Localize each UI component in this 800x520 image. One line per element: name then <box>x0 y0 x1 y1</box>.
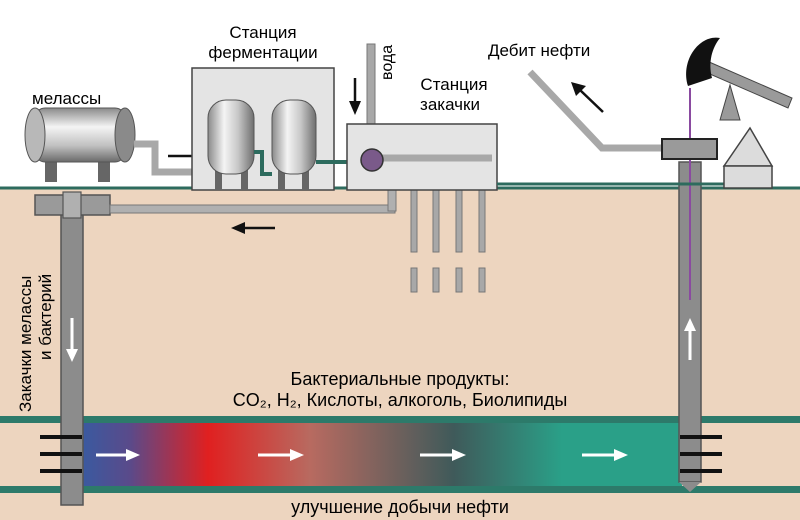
fermenter-tank-icon <box>207 99 255 190</box>
underground-feed-pipe <box>109 204 396 214</box>
oil-rate-label: Дебит нефти <box>488 41 590 60</box>
production-well-bottom <box>679 482 701 492</box>
bacterial-products-list: CO₂, H₂, Кислоты, алкоголь, Биолипиды <box>233 390 568 410</box>
wellhead-house-icon <box>722 126 774 189</box>
oil-pump-jack-icon <box>686 37 793 121</box>
flow-arrow-icon <box>420 449 466 461</box>
injection-station-label-line1: Станция <box>420 75 487 94</box>
reservoir-flow-arrows <box>96 449 628 461</box>
oil-rate-pipe <box>527 69 664 152</box>
injection-station-label-line2: закачки <box>420 95 480 114</box>
down-arrow-icon <box>349 78 361 115</box>
fermentation-station-label-line1: Станция <box>229 23 296 42</box>
improved-recovery-label: улучшение добычи нефти <box>291 497 509 517</box>
well-injection-label-line1: Закачки мелассы <box>16 276 35 412</box>
fermentation-station-label-line2: ферментации <box>208 43 317 62</box>
down-arrow-icon <box>66 318 78 362</box>
molasses-label: мелассы <box>32 89 101 108</box>
valve-icon <box>360 148 384 172</box>
reservoir-bottom-boundary <box>0 486 800 493</box>
tank-icon <box>24 107 136 182</box>
fermenter-tank-icon <box>271 99 317 190</box>
flow-arrow-icon <box>582 449 628 461</box>
bacterial-products-title: Бактериальные продукты: <box>291 369 510 389</box>
injection-perforations <box>40 435 82 473</box>
up-arrow-icon <box>684 318 696 360</box>
injection-wellhead-flange <box>62 191 82 219</box>
production-perforations <box>680 435 722 473</box>
reservoir-top-boundary <box>0 416 800 423</box>
flow-arrow-icon <box>96 449 140 461</box>
fermenter-link-pipe <box>254 150 272 176</box>
production-wellhead <box>661 138 718 160</box>
up-left-arrow-icon <box>571 82 604 113</box>
left-arrow-icon <box>231 222 275 234</box>
water-label: вода <box>379 45 396 80</box>
flow-arrow-icon <box>258 449 304 461</box>
molasses-feed-pipe <box>134 140 202 176</box>
well-injection-label-line2: и бактерий <box>36 274 55 360</box>
